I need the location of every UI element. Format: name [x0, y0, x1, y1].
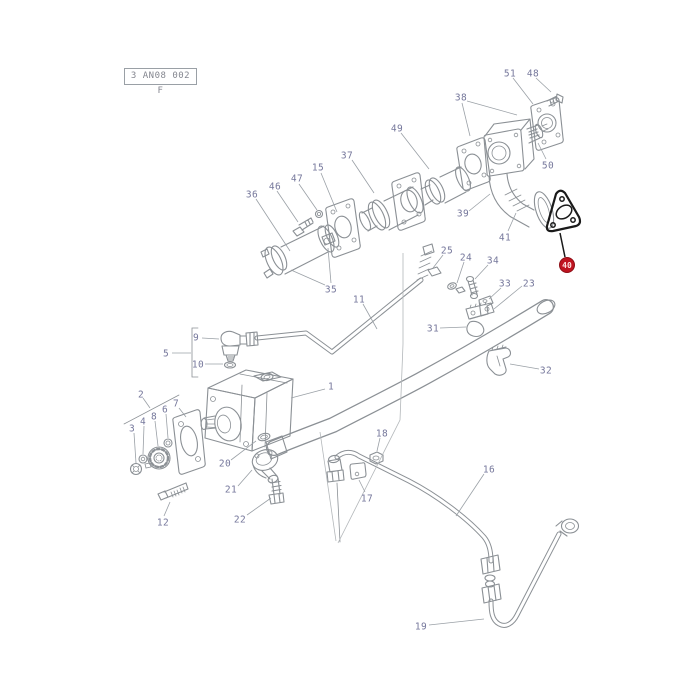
leader-line-20 — [230, 440, 257, 461]
callout-51[interactable]: 51 — [504, 69, 516, 80]
callout-24[interactable]: 24 — [460, 253, 472, 264]
leader-line-23 — [493, 285, 523, 310]
selected-part-number: 40 — [562, 261, 572, 270]
suction-tube-drawing — [265, 299, 556, 460]
leader-line-2 — [142, 397, 151, 409]
callout-18[interactable]: 18 — [376, 429, 388, 440]
callout-37[interactable]: 37 — [341, 151, 353, 162]
leader-line-19 — [428, 618, 485, 626]
leader-line-15 — [320, 172, 338, 213]
leader-line-38 — [466, 100, 518, 116]
callout-17[interactable]: 17 — [361, 494, 373, 505]
callout-38[interactable]: 38 — [455, 93, 467, 104]
callout-3[interactable]: 3 — [129, 424, 135, 435]
leader-line-39 — [468, 193, 491, 212]
callout-31[interactable]: 31 — [427, 324, 439, 335]
callout-6[interactable]: 6 — [162, 405, 168, 416]
callout-41[interactable]: 41 — [499, 233, 511, 244]
selected-part-badge[interactable] — [559, 257, 575, 273]
callout-39[interactable]: 39 — [457, 209, 469, 220]
leader-line-32 — [509, 363, 540, 370]
leader-line-6 — [165, 413, 169, 439]
tube-flange-drawing — [251, 432, 285, 505]
leader-line-35 — [327, 247, 332, 284]
leader-line-35 — [290, 269, 326, 286]
callout-21[interactable]: 21 — [225, 485, 237, 496]
leader-line-18 — [376, 437, 381, 452]
callout-23[interactable]: 23 — [523, 279, 535, 290]
leader-line-51 — [512, 77, 534, 105]
leader-line-12 — [163, 501, 171, 517]
callout-49[interactable]: 49 — [391, 124, 403, 135]
callout-47[interactable]: 47 — [291, 174, 303, 185]
panel-outline — [319, 253, 404, 544]
leader-line-41 — [507, 212, 517, 232]
leader-line-22 — [246, 497, 272, 516]
callout-48[interactable]: 48 — [527, 69, 539, 80]
feed-pipe-drawing — [220, 243, 479, 369]
callout-33[interactable]: 33 — [499, 279, 511, 290]
callout-layer: 1234567891011121516171819202122232425313… — [129, 69, 554, 633]
callout-1[interactable]: 1 — [328, 382, 334, 393]
callout-9[interactable]: 9 — [193, 333, 199, 344]
callout-35[interactable]: 35 — [325, 285, 337, 296]
leader-line-3 — [133, 432, 137, 464]
adapter-block-drawing — [456, 93, 564, 229]
callout-32[interactable]: 32 — [540, 366, 552, 377]
leader-line-38 — [461, 102, 471, 137]
callout-16[interactable]: 16 — [483, 465, 495, 476]
leader-line-47 — [298, 183, 318, 211]
clamp-bracket-drawing — [465, 295, 511, 376]
leader-line-11 — [362, 303, 378, 330]
leader-line-48 — [535, 77, 552, 93]
leader-line-36 — [255, 198, 291, 252]
callout-11[interactable]: 11 — [353, 295, 365, 306]
callout-7[interactable]: 7 — [173, 399, 179, 410]
callout-22[interactable]: 22 — [234, 515, 246, 526]
callout-20[interactable]: 20 — [219, 459, 231, 470]
leader-line-49 — [400, 132, 430, 170]
leader-line-1 — [290, 388, 326, 399]
callout-34[interactable]: 34 — [487, 256, 499, 267]
callout-15[interactable]: 15 — [312, 163, 324, 174]
pump-cartridge-drawing — [260, 166, 471, 279]
leader-line-16 — [455, 473, 485, 517]
leader-line-7 — [178, 407, 187, 418]
callout-4[interactable]: 4 — [140, 417, 146, 428]
leader-line-24 — [456, 261, 465, 284]
callout-46[interactable]: 46 — [269, 182, 281, 193]
callout-36[interactable]: 36 — [246, 190, 258, 201]
return-pipes-drawing — [326, 449, 580, 628]
callout-19[interactable]: 19 — [415, 622, 427, 633]
callout-5[interactable]: 5 — [163, 349, 169, 360]
highlight-leader-line — [559, 232, 566, 258]
callout-10[interactable]: 10 — [192, 360, 204, 371]
callout-50[interactable]: 50 — [542, 161, 554, 172]
leader-line-25 — [432, 254, 444, 269]
diagram-ref-code: 3 AN08 002 F — [124, 68, 197, 96]
leader-line-34 — [474, 264, 489, 280]
leader-line-21 — [237, 469, 253, 487]
highlighted-gasket-drawing — [545, 189, 582, 233]
leader-line-17 — [358, 479, 366, 493]
callout-8[interactable]: 8 — [151, 412, 157, 423]
leader-line-46 — [276, 190, 299, 223]
leader-line-50 — [537, 142, 547, 160]
leader-line-9 — [201, 337, 220, 340]
callout-12[interactable]: 12 — [157, 518, 169, 529]
leader-line-33 — [488, 287, 502, 300]
callout-2[interactable]: 2 — [138, 390, 144, 401]
leader-line-31 — [439, 326, 467, 329]
leader-line-37 — [351, 159, 375, 194]
pump-body-drawing — [123, 327, 294, 501]
highlight-layer: 40 — [559, 232, 575, 273]
leader-line-8 — [154, 420, 159, 447]
leader-line-4 — [142, 425, 145, 455]
callout-25[interactable]: 25 — [441, 246, 453, 257]
